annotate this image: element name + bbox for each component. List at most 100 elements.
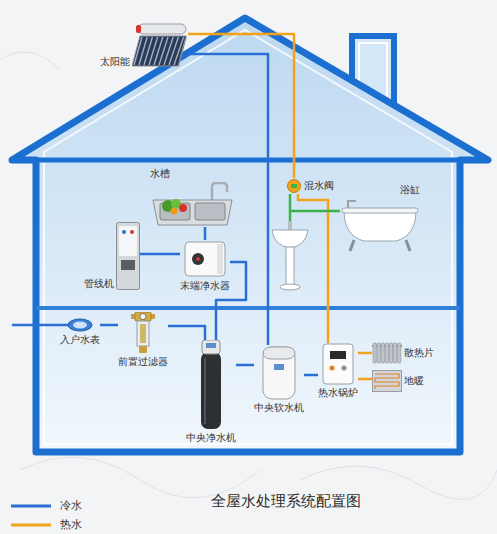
icon-group <box>342 201 418 251</box>
solar-tank-cap <box>136 25 141 33</box>
tub-rim <box>342 208 418 213</box>
water-pipe <box>298 194 328 343</box>
water-pipe <box>204 227 207 240</box>
water-pipe <box>358 378 372 381</box>
central-highlight <box>204 358 206 424</box>
water-pipe <box>236 364 254 367</box>
solar-tank <box>138 24 186 34</box>
radiator-fin <box>394 343 397 363</box>
purifier-icon <box>183 240 227 278</box>
icon-group <box>372 343 402 363</box>
sink-bowl <box>195 203 225 220</box>
legend-text: 冷水 <box>60 499 82 512</box>
meter-body <box>68 319 92 331</box>
legend-line <box>11 523 51 526</box>
legend-sample <box>10 520 52 530</box>
softener-lid <box>263 347 295 359</box>
solar-tube <box>144 37 152 65</box>
floor-slab <box>373 371 402 392</box>
device-label: 中央净水机 <box>186 432 236 444</box>
prefilter-gauge <box>140 314 146 320</box>
water-meter: 入户水表 <box>60 318 100 346</box>
dispenser-button <box>130 230 134 234</box>
water-pipe <box>100 324 118 327</box>
central-purifier: 中央净水机 <box>186 340 236 444</box>
device-label: 太阳能 <box>100 56 130 68</box>
pre-filter: 前置过滤器 <box>118 312 168 368</box>
legend: 冷水热水 <box>10 496 82 534</box>
legend-sample <box>10 501 52 511</box>
tub-body <box>344 210 416 241</box>
device-label: 末端净水器 <box>180 280 230 292</box>
legend-text: 热水 <box>60 518 82 531</box>
sketch-line <box>20 457 260 498</box>
basin-bowl <box>272 230 308 248</box>
mixing-valve: 混水阀 <box>286 178 334 194</box>
softener-screen <box>274 364 284 370</box>
kitchen-sink: 水槽 <box>150 168 235 227</box>
device-label: 浴缸 <box>400 184 420 196</box>
purifier-display <box>192 253 204 265</box>
water-dispenser: 管线机 <box>84 222 140 290</box>
icon-group <box>323 344 353 384</box>
purifier-body <box>185 242 225 276</box>
radiator: 散热片 <box>372 342 434 364</box>
meter-icon <box>67 318 93 332</box>
house-inner-outline <box>44 30 452 444</box>
device-label: 混水阀 <box>304 180 334 192</box>
radiator-fin <box>385 343 388 363</box>
sketch-line <box>0 52 60 70</box>
device-label: 中央软水机 <box>254 402 304 414</box>
solar-tube <box>154 37 163 65</box>
ceiling <box>36 158 460 163</box>
central-tank <box>201 352 221 429</box>
central-controller <box>202 340 220 354</box>
icon-group <box>373 371 402 392</box>
basin-base <box>280 284 300 290</box>
dispenser-front <box>119 226 137 256</box>
legend-row: 热水 <box>10 515 82 534</box>
radiator-fin <box>398 343 401 363</box>
legend-line <box>11 504 51 507</box>
tub-faucet <box>348 201 356 208</box>
water-pipe <box>290 194 340 211</box>
dispenser-body <box>117 223 140 290</box>
floor-coil <box>375 374 399 389</box>
boiler-screen <box>330 351 346 359</box>
vegetable <box>171 208 178 215</box>
device-label: 前置过滤器 <box>118 356 168 368</box>
device-label: 散热片 <box>404 347 434 359</box>
water-pipe <box>188 34 294 178</box>
purifier-side <box>217 244 223 274</box>
device-label: 管线机 <box>84 278 114 290</box>
radiator-fin <box>381 343 384 363</box>
floor-heating: 地暖 <box>372 370 424 392</box>
prefilter-head <box>135 312 151 321</box>
solar-tube <box>149 37 158 65</box>
softener-body <box>263 347 295 399</box>
icon-group <box>153 183 232 225</box>
icon-group <box>288 180 301 193</box>
sink-body <box>153 200 232 225</box>
device-label: 入户水表 <box>60 334 100 346</box>
device-label: 水槽 <box>150 168 170 180</box>
point-of-use-purifier: 末端净水器 <box>180 240 230 292</box>
tub-foot <box>350 240 354 251</box>
icon-group <box>131 312 155 353</box>
radiator-fin <box>377 343 380 363</box>
purifier-light <box>196 257 200 261</box>
dispenser-button <box>122 230 126 234</box>
solar-tube <box>159 37 168 65</box>
boiler: 热水锅炉 <box>318 343 358 399</box>
prefilter-housing <box>137 321 149 346</box>
inlet-pipe <box>12 324 68 327</box>
meter-dial <box>73 322 87 329</box>
radiator-fin <box>389 343 392 363</box>
valve-handle <box>291 184 297 188</box>
prefilter-cartridge <box>140 324 146 343</box>
icon-group <box>117 223 140 290</box>
water-pipe <box>304 374 318 377</box>
vegetable <box>179 204 187 212</box>
icon-group <box>132 24 186 66</box>
